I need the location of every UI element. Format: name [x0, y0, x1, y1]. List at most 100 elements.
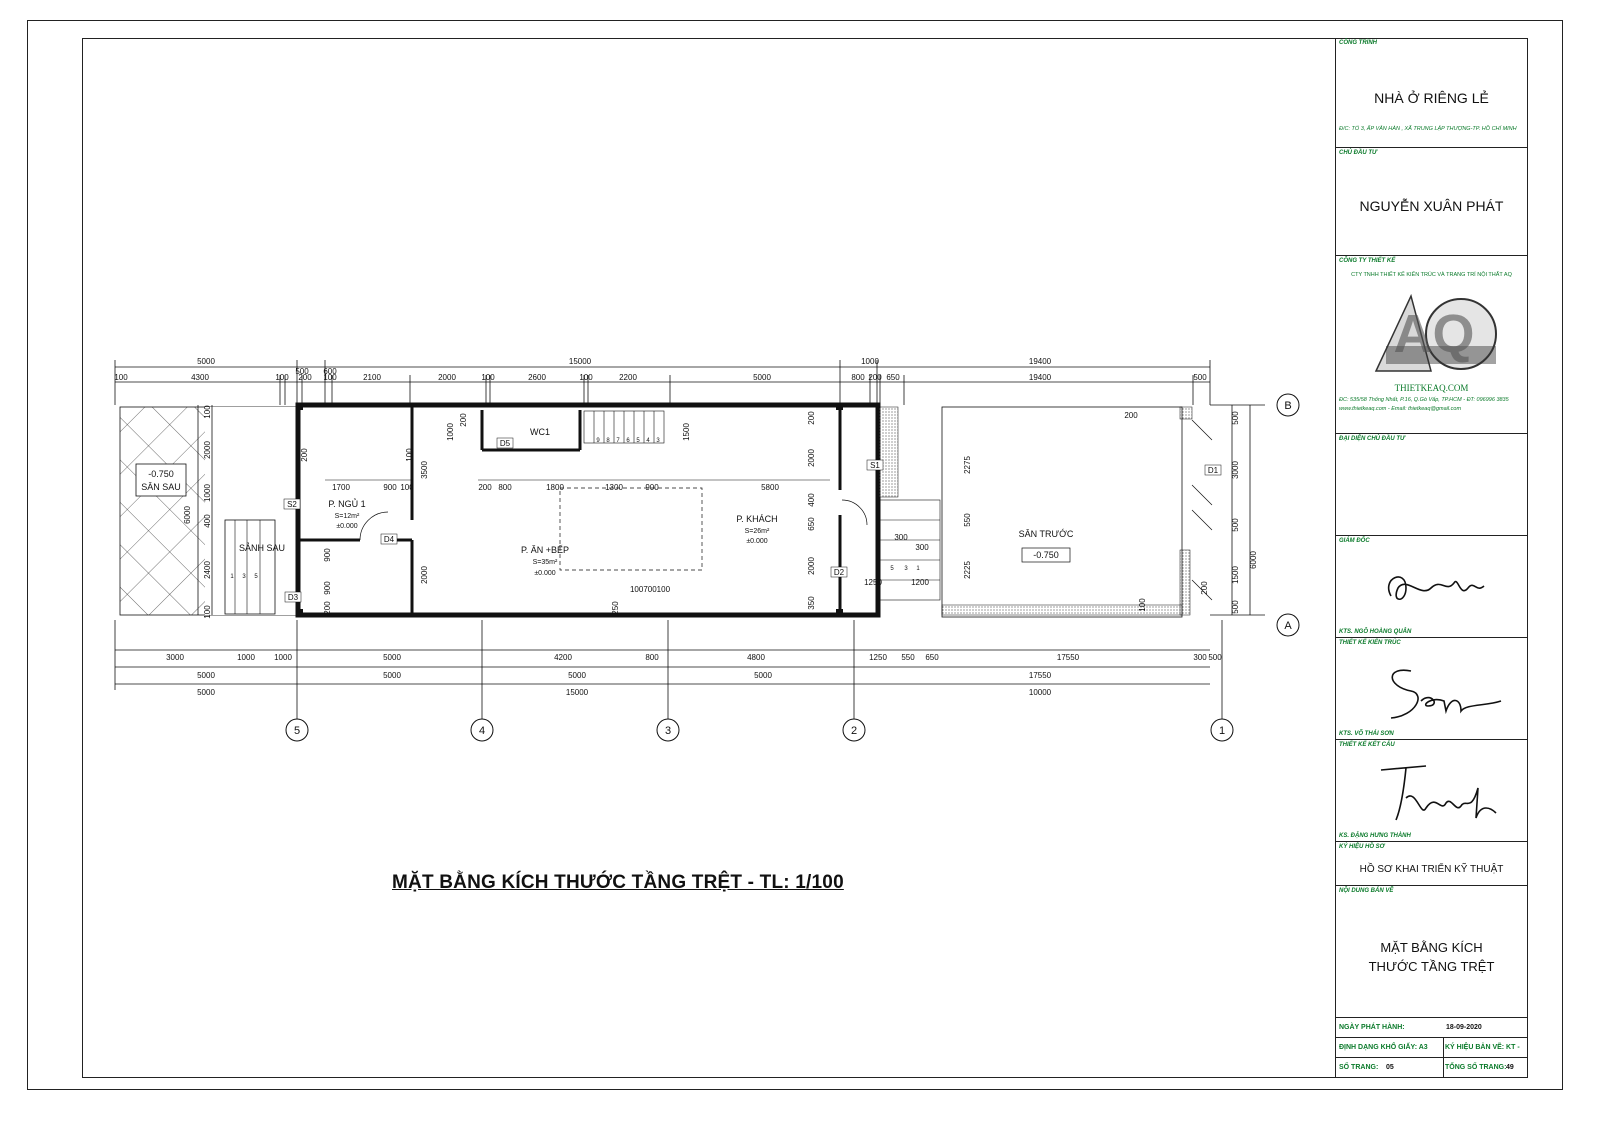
arch-signature: [1390, 669, 1502, 719]
sanh-sau-label: SẢNH SAU: [239, 542, 285, 553]
tb-company-contact: www.thietkeaq.com - Email: thietkeaq@gma…: [1339, 406, 1462, 412]
san-truoc-level: -0.750: [1033, 550, 1059, 560]
stair-step-4: 4: [646, 438, 650, 444]
stair-step-6: 6: [626, 438, 630, 444]
dim-bot1-9: 650: [925, 653, 939, 662]
dim-misc-25: 200: [1200, 581, 1209, 595]
dim-top2-3: 200: [298, 373, 312, 382]
dim-misc-6: 200: [323, 601, 332, 615]
wc-label: WC1: [530, 427, 550, 437]
dim-bot2-3: 5000: [754, 671, 772, 680]
dim-bot3-1: 15000: [566, 688, 589, 697]
dim-bot1-3: 5000: [383, 653, 401, 662]
dim-top1-5: 19400: [1029, 357, 1052, 366]
tb-paper: ĐỊNH DẠNG KHỔ GIẤY: A3 KÝ HIỆU BẢN VẼ: K…: [1336, 1038, 1527, 1058]
dim-bot2-2: 5000: [568, 671, 586, 680]
dim-top2-7: 100: [481, 373, 495, 382]
dim-misc-20: 2275: [963, 456, 972, 474]
dim-inner-1: 800: [498, 483, 512, 492]
dim-misc-7: 250: [611, 601, 620, 615]
dim-top1-1: 500: [295, 367, 309, 376]
dim-misc-27: 100: [405, 448, 414, 462]
director-signature: [1388, 576, 1485, 601]
stair-step-9: 9: [596, 438, 600, 444]
dim-top2-6: 2000: [438, 373, 456, 382]
dim-top2-16: 500: [1193, 373, 1207, 382]
stair-back-3: 3: [242, 574, 246, 580]
tb-total-value: 49: [1506, 1064, 1514, 1071]
dim-bot2-0: 5000: [197, 671, 215, 680]
dim-misc-17: 1200: [911, 578, 929, 587]
door-tag-d5: D5: [500, 439, 511, 448]
axis-3: 3: [665, 725, 671, 737]
axis-1: 1: [1219, 725, 1225, 737]
dim-top1-0: 5000: [197, 357, 215, 366]
dim-top2-4: 100: [323, 373, 337, 382]
san-sau-level: -0.750: [148, 469, 174, 479]
tb-company: CÔNG TY THIẾT KẾ CTY TNHH THIẾT KẾ KIẾN …: [1336, 256, 1527, 434]
tb-sheet-code-label: KÝ HIỆU BẢN VẼ: KT -: [1445, 1044, 1520, 1051]
dim-bot3-0: 5000: [197, 688, 215, 697]
tb-owner-rep-label: ĐẠI DIỆN CHỦ ĐẦU TƯ: [1339, 436, 1405, 442]
dim-top2-13: 200: [868, 373, 882, 382]
stair-back-5: 5: [254, 574, 258, 580]
tb-total-label: TỔNG SỐ TRANG:: [1445, 1064, 1507, 1071]
dim-bot1-10: 17550: [1057, 653, 1080, 662]
dim-top2-12: 800: [851, 373, 865, 382]
p-khach-level: ±0.000: [746, 538, 767, 545]
tb-doc-code-label: KÝ HIỆU HỒ SƠ: [1339, 844, 1385, 850]
tb-owner: CHỦ ĐẦU TƯ NGUYỄN XUÂN PHÁT: [1336, 148, 1527, 256]
dim-right-5: 6000: [1249, 551, 1258, 569]
p-khach-label: P. KHÁCH: [736, 514, 777, 524]
tb-owner-label: CHỦ ĐẦU TƯ: [1339, 150, 1377, 156]
dim-misc-19: 300: [915, 543, 929, 552]
dim-bot1-6: 4800: [747, 653, 765, 662]
dim-misc-2: 3500: [420, 461, 429, 479]
dim-inner-5: 5800: [761, 483, 779, 492]
stair-front-3: 3: [904, 566, 908, 572]
p-an-area: S=35m²: [533, 559, 558, 566]
dim-inner-0: 200: [478, 483, 492, 492]
dim-top1-4: 1000: [861, 357, 879, 366]
tb-project-name: NHÀ Ở RIÊNG LẺ: [1374, 90, 1489, 106]
san-truoc-label: SÂN TRƯỚC: [1019, 529, 1074, 539]
tb-struct-label: THIẾT KẾ KẾT CẤU: [1339, 742, 1395, 748]
dim-top2-8: 2600: [528, 373, 546, 382]
tb-director-name: KTS. NGÔ HOÀNG QUÂN: [1339, 629, 1412, 635]
dim-misc-18: 300: [894, 533, 908, 542]
dim-bot1-11: 300: [1193, 653, 1207, 662]
stair-step-5: 5: [636, 438, 640, 444]
door-tag-d3: D3: [288, 593, 299, 602]
dim-left-4: 400: [203, 514, 212, 528]
dim-misc-26: 200: [300, 448, 309, 462]
dim-top2-2: 100: [275, 373, 289, 382]
tb-issue-date-label: NGÀY PHÁT HÀNH:: [1339, 1024, 1405, 1031]
p-ngu-area: S=12m²: [335, 513, 360, 520]
tb-website: THIETKEAQ.COM: [1394, 383, 1469, 393]
door-tag-d2: D2: [834, 568, 845, 577]
p-an-level: ±0.000: [534, 570, 555, 577]
stair-back-1: 1: [230, 574, 234, 580]
tb-doc-code-value: HỒ SƠ KHAI TRIỂN KỸ THUẬT: [1359, 864, 1504, 875]
tb-content-line1: MẶT BẰNG KÍCH: [1380, 940, 1483, 955]
dim-misc-15: 350: [807, 596, 816, 610]
door-tag-d4: D4: [384, 535, 395, 544]
tb-page-label: SỐ TRANG:: [1339, 1064, 1379, 1071]
stair-step-3: 3: [656, 438, 660, 444]
axis-5: 5: [294, 725, 300, 737]
axis-b: B: [1284, 400, 1291, 412]
dim-inner-2: 1800: [546, 483, 564, 492]
dim-misc-16: 1250: [864, 578, 882, 587]
dim-bot1-7: 1250: [869, 653, 887, 662]
p-an-label: P. ĂN +BẾP: [521, 545, 569, 555]
dim-top2-9: 100: [579, 373, 593, 382]
stair-front-1: 1: [916, 566, 920, 572]
dim-misc-11: 2000: [807, 449, 816, 467]
tb-page-value: 05: [1386, 1064, 1394, 1071]
tb-arch-label: THIẾT KẾ KIẾN TRÚC: [1339, 640, 1401, 646]
drawing-frame: [82, 38, 1528, 1078]
dim-top2-14: 650: [886, 373, 900, 382]
dim-right-3: 1500: [1231, 566, 1240, 584]
dim-misc-8: 1500: [682, 423, 691, 441]
tb-project: CÔNG TRÌNH NHÀ Ở RIÊNG LẺ Đ/C: TỔ 3, ẤP …: [1336, 38, 1527, 148]
